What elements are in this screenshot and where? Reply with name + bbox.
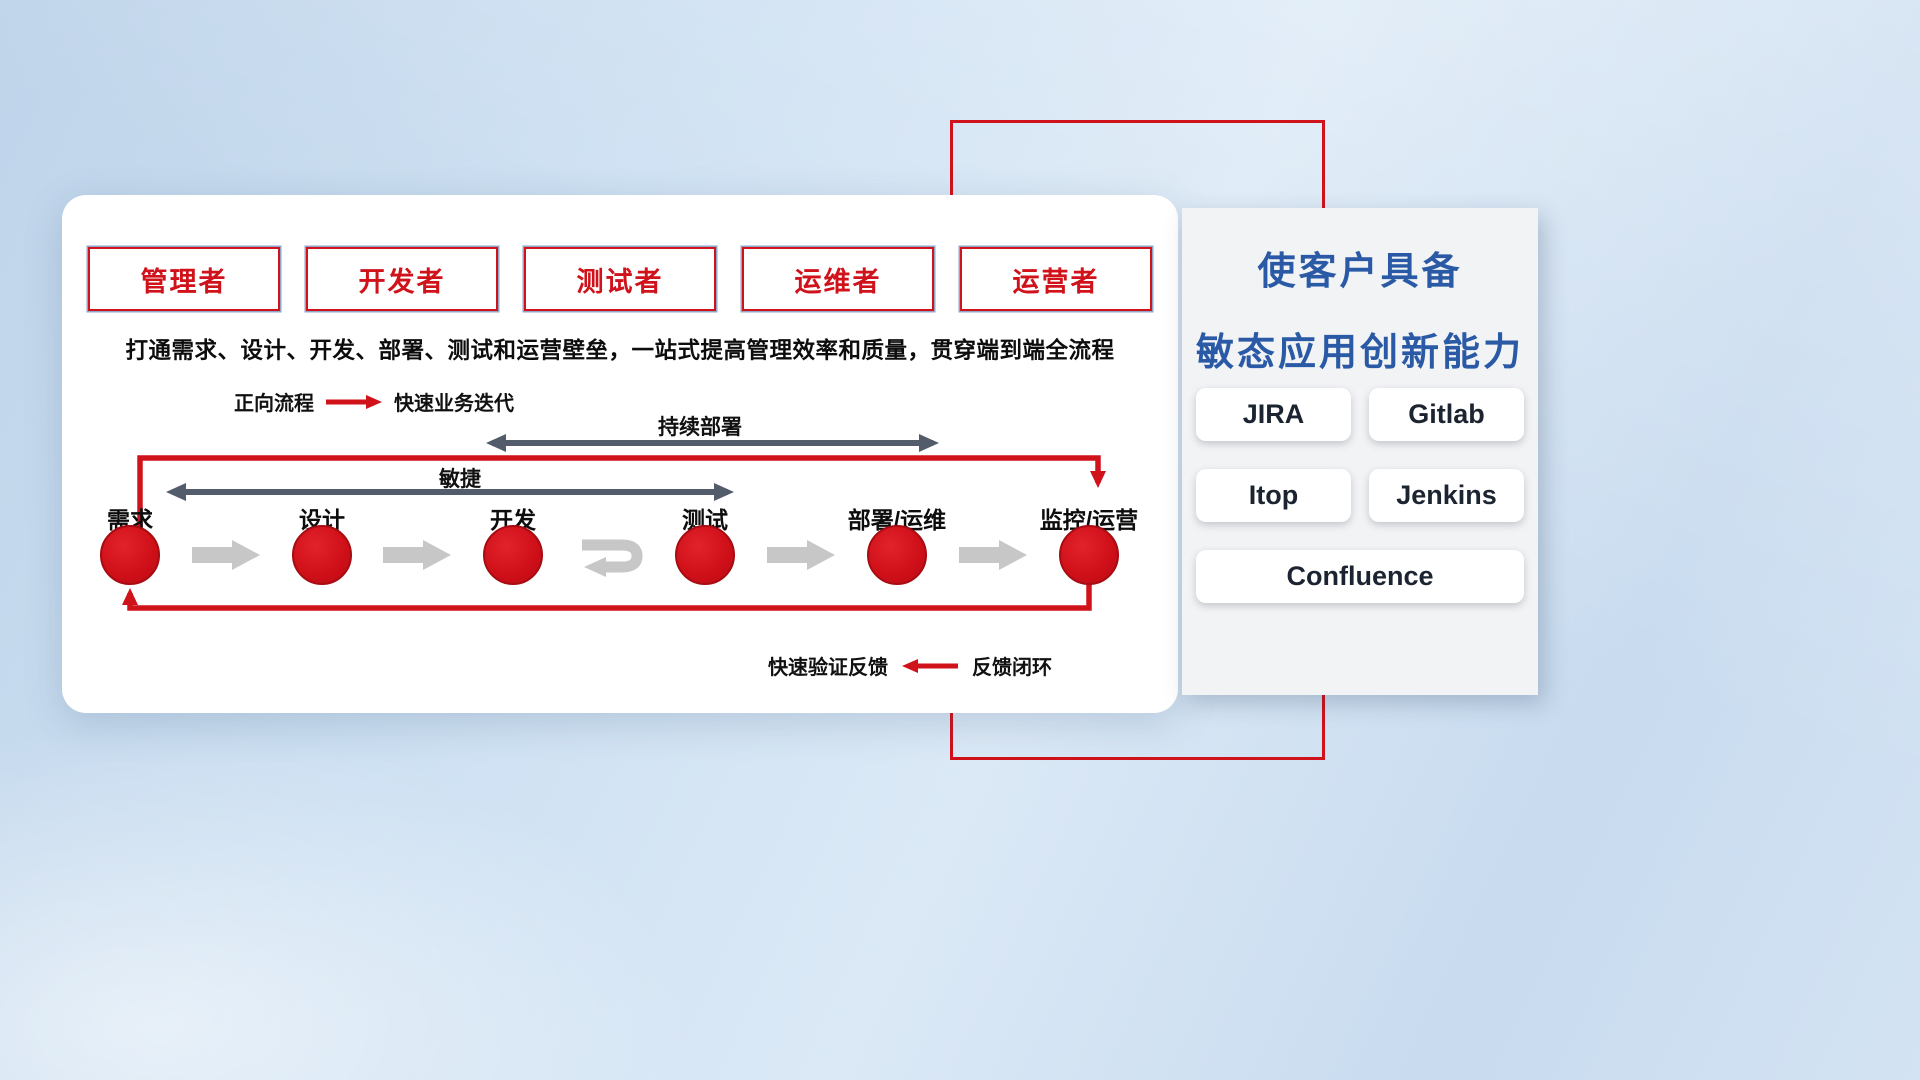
forward-loop-line: [137, 455, 1106, 529]
stage-arrow-icon: [383, 540, 451, 570]
devops-flow-card: 管理者 开发者 测试者 运维者 运营者 打通需求、设计、开发、部署、测试和运营壁…: [62, 195, 1178, 713]
feedback-arrow-icon: [902, 658, 958, 673]
stage-circle-development: [483, 525, 543, 585]
iteration-arrow-icon: [582, 539, 643, 577]
role-label: 运营者: [1012, 266, 1100, 297]
role-box-developer: 开发者: [306, 247, 498, 311]
roles-row: 管理者 开发者 测试者 运维者 运营者: [88, 247, 1152, 311]
role-box-ops: 运维者: [742, 247, 934, 311]
stage-circle-deploy-ops: [867, 525, 927, 585]
agile-arrow-label: 敏捷: [439, 468, 481, 491]
tools-row: JIRA Gitlab: [1196, 388, 1524, 441]
forward-flow-desc: 快速业务迭代: [394, 393, 514, 415]
stage-arrow-icon: [767, 540, 835, 570]
feedback-loop-line: [122, 581, 1092, 611]
stage-arrow-icon: [192, 540, 260, 570]
tool-box-confluence: Confluence: [1196, 550, 1524, 603]
stage-circle-testing: [675, 525, 735, 585]
tool-box-itop: Itop: [1196, 469, 1351, 522]
card-subtitle: 打通需求、设计、开发、部署、测试和运营壁垒，一站式提高管理效率和质量，贯穿端到端…: [125, 338, 1115, 363]
forward-flow-label: 正向流程: [234, 393, 314, 415]
feedback-desc: 快速验证反馈: [768, 657, 888, 679]
forward-arrow-icon: [326, 394, 382, 409]
capability-panel: 使客户具备 敏态应用创新能力 JIRA Gitlab Itop Jenkins …: [1182, 208, 1538, 695]
cd-arrow-label: 持续部署: [658, 416, 742, 439]
tool-box-gitlab: Gitlab: [1369, 388, 1524, 441]
stage-arrow-icon: [959, 540, 1027, 570]
feedback-legend: 快速验证反馈 反馈闭环: [768, 651, 1052, 680]
tools-row: Itop Jenkins: [1196, 469, 1524, 522]
tools-grid: JIRA Gitlab Itop Jenkins Confluence: [1196, 388, 1524, 631]
panel-title-line2: 敏态应用创新能力: [1195, 332, 1524, 374]
tools-row: Confluence: [1196, 550, 1524, 603]
role-box-manager: 管理者: [88, 247, 280, 311]
role-box-operator: 运营者: [960, 247, 1152, 311]
stage-circle-design: [292, 525, 352, 585]
role-box-tester: 测试者: [524, 247, 716, 311]
role-label: 开发者: [358, 266, 446, 297]
role-label: 测试者: [576, 266, 664, 297]
role-label: 运维者: [794, 266, 882, 297]
role-label: 管理者: [140, 266, 228, 297]
stage-circle-requirements: [100, 525, 160, 585]
feedback-label: 反馈闭环: [972, 657, 1052, 679]
stage-circle-monitor-operate: [1059, 525, 1119, 585]
panel-title-line1: 使客户具备: [1257, 251, 1463, 293]
tool-box-jira: JIRA: [1196, 388, 1351, 441]
tool-box-jenkins: Jenkins: [1369, 469, 1524, 522]
forward-flow-legend: 正向流程 快速业务迭代: [234, 387, 514, 416]
flow-diagram-lines: [122, 434, 1106, 611]
